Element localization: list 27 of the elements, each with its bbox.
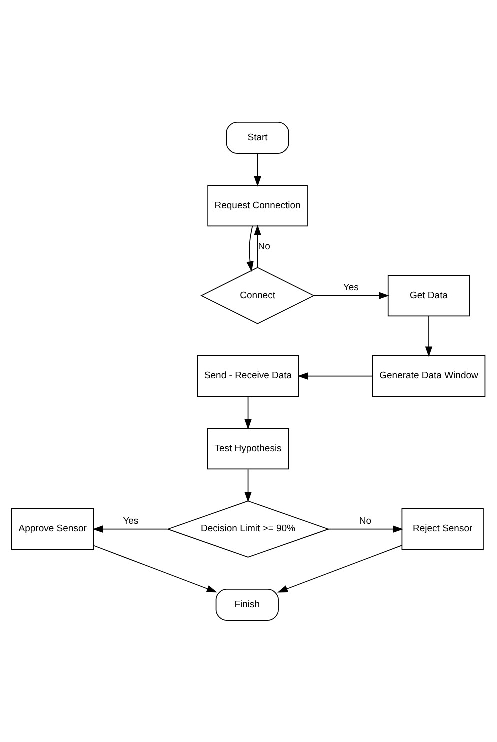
arrow — [94, 544, 218, 592]
node-box: Start — [226, 122, 290, 154]
node-diamond: Decision Limit >= 90% — [166, 500, 330, 558]
arrow — [244, 396, 252, 430]
node-box: Reject Sensor — [402, 508, 484, 550]
arrow — [328, 525, 404, 532]
node-box: Generate Data Window — [372, 355, 486, 396]
arrow — [254, 224, 262, 268]
node-box: Test Hypothesis — [207, 428, 290, 470]
arrow — [92, 525, 168, 532]
node-box: Get Data — [388, 274, 470, 316]
node-box: Send - Receive Data — [197, 355, 300, 396]
node-box: Request Connection — [208, 184, 308, 226]
edge-label: No — [258, 240, 270, 252]
node-diamond: Connect — [200, 266, 315, 324]
node-box: Approve Sensor — [11, 508, 94, 550]
arrow — [298, 372, 374, 380]
arrow — [314, 292, 390, 299]
arrow — [246, 225, 254, 272]
arrow — [425, 316, 433, 357]
edge-label: No — [359, 515, 372, 526]
edge-label: Yes — [123, 515, 139, 526]
arrow — [278, 544, 403, 592]
arrow — [244, 468, 252, 502]
arrow — [254, 152, 262, 186]
node-box: Finish — [216, 588, 279, 620]
edge-label: Yes — [343, 282, 359, 293]
